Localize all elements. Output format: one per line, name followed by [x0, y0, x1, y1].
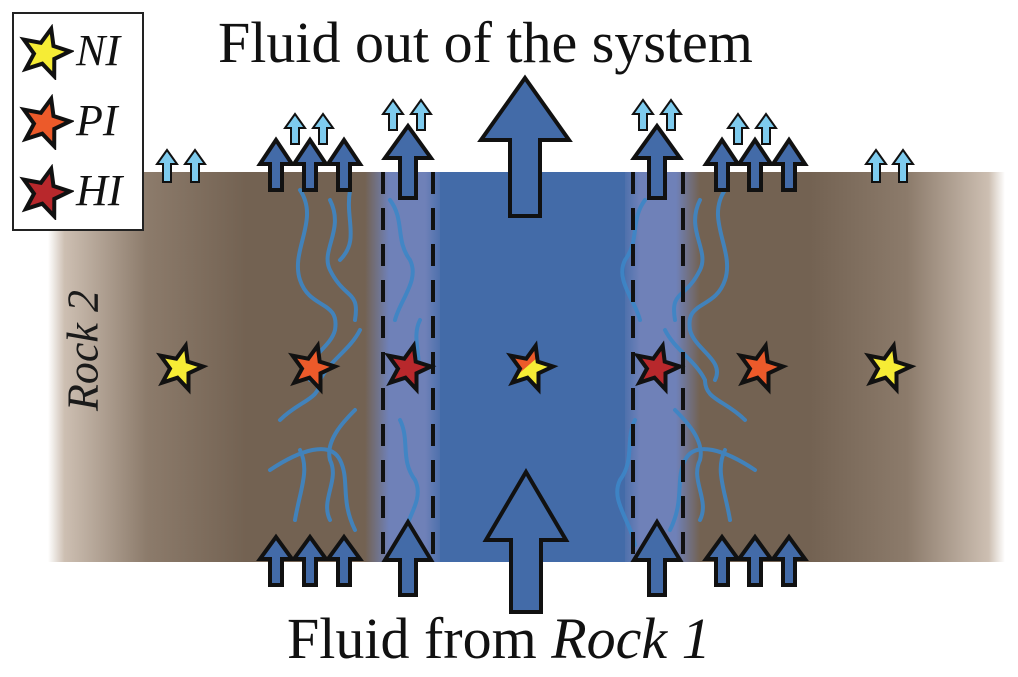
small-flow-arrow-icon	[409, 98, 433, 131]
small-flow-arrow-icon	[155, 148, 179, 183]
halo-arrow-up-icon	[381, 122, 435, 200]
vein	[687, 188, 730, 382]
halo-arrow-up-icon	[630, 518, 684, 597]
star-ni-icon	[156, 340, 209, 395]
title-bottom-rock: Rock 1	[551, 606, 711, 671]
small-flow-arrow-icon	[754, 112, 778, 145]
vein	[325, 198, 358, 322]
fracture-arrow-up-icon	[324, 533, 364, 587]
star-pi-ni-icon	[506, 340, 559, 395]
small-flow-arrow-icon	[864, 148, 888, 183]
halo-boundaries	[381, 172, 685, 565]
vein	[663, 328, 747, 422]
vein	[338, 188, 353, 262]
fracture-arrow-up-icon	[735, 136, 775, 192]
small-flow-arrow-icon	[726, 112, 750, 145]
legend-label: NI	[76, 26, 120, 75]
small-flow-arrow-icon	[891, 148, 915, 183]
vein	[325, 408, 357, 522]
legend-item-ni: NI	[16, 20, 142, 80]
vein	[615, 418, 637, 547]
vein	[718, 448, 732, 522]
vein	[672, 198, 705, 322]
vein	[268, 447, 357, 532]
small-flow-arrow-icon	[659, 98, 683, 131]
fracture-arrow-up-icon	[256, 533, 296, 587]
small-flow-arrow-icon	[631, 98, 655, 131]
vein	[620, 198, 647, 322]
star-icon	[19, 164, 74, 220]
vein	[668, 447, 757, 532]
fracture-arrow-up-icon	[702, 136, 742, 192]
star-icon	[19, 24, 74, 80]
fracture-arrow-up-icon	[702, 533, 742, 587]
fracture-arrow-up-icon	[735, 533, 775, 587]
star-hi-icon	[633, 340, 686, 395]
small-flow-arrow-icon	[381, 98, 405, 131]
legend: NI PI HI	[12, 12, 144, 231]
indicator-stars	[156, 340, 917, 395]
halo-arrow-up-icon	[381, 518, 435, 597]
inflow-arrow-icon	[482, 468, 570, 614]
star-hi-icon	[384, 340, 437, 395]
rock-2-right	[680, 172, 1005, 562]
title-fluid-from: Fluid from Rock 1	[287, 606, 711, 672]
legend-item-hi: HI	[16, 160, 142, 220]
title-bottom-text: Fluid from	[287, 606, 552, 671]
halo-arrow-up-icon	[630, 122, 684, 200]
star-icon	[19, 94, 74, 150]
flow-arrows	[155, 74, 915, 614]
title-fluid-out: Fluid out of the system	[218, 10, 753, 75]
fracture-arrow-up-icon	[769, 533, 809, 587]
vein	[388, 198, 415, 322]
star-pi-icon	[736, 340, 789, 395]
fracture-arrow-up-icon	[290, 533, 330, 587]
vein	[293, 448, 307, 522]
legend-label: PI	[76, 96, 118, 145]
legend-label: HI	[76, 166, 123, 215]
fracture-arrow-up-icon	[324, 136, 364, 192]
fracture-arrow-up-icon	[290, 136, 330, 192]
star-ni-icon	[864, 340, 917, 395]
rock-2-label: Rock 2	[58, 290, 108, 411]
star-pi-icon	[288, 340, 341, 395]
legend-item-pi: PI	[16, 90, 142, 150]
outflow-arrow-icon	[477, 74, 573, 218]
fracture-arrow-up-icon	[769, 136, 809, 192]
small-flow-arrow-icon	[311, 112, 335, 145]
small-flow-arrow-icon	[283, 112, 307, 145]
vein	[673, 408, 705, 522]
fracture-arrow-up-icon	[256, 136, 296, 192]
small-flow-arrow-icon	[183, 148, 207, 183]
